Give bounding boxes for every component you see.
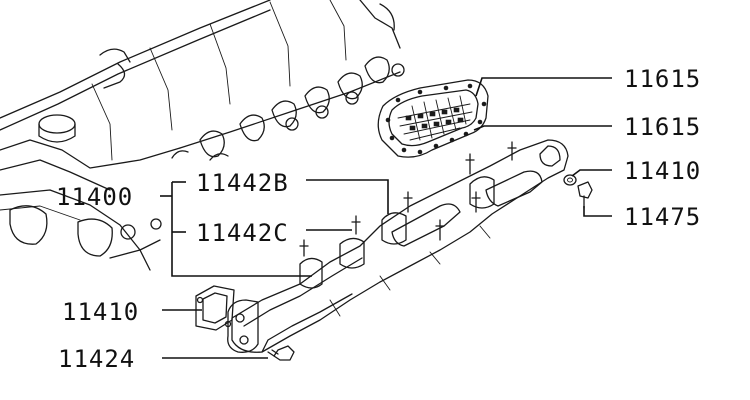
- leader-lines: [160, 77, 612, 359]
- part-labels: 11615 11615 11410 11475 11400 11442B 114…: [56, 65, 701, 373]
- label-11424: 11424: [58, 345, 135, 373]
- cylinder-head-icon: [0, 0, 405, 271]
- label-11410-right: 11410: [624, 157, 701, 185]
- label-11410-left: 11410: [62, 298, 139, 326]
- label-11615-lower: 11615: [624, 113, 701, 141]
- head-ports: [171, 56, 405, 161]
- bolt-icon: [577, 181, 593, 209]
- label-11615-upper: 11615: [624, 65, 701, 93]
- stud-bolts: [299, 141, 517, 257]
- gasket-left-icon: [195, 285, 235, 331]
- bolt-left-icon: [267, 345, 295, 361]
- washer-icon: [563, 174, 577, 186]
- gasket-plate-icon: [377, 79, 489, 158]
- label-11475: 11475: [624, 203, 701, 231]
- label-11400: 11400: [56, 183, 133, 211]
- label-11442b: 11442B: [196, 169, 289, 197]
- intake-manifold-icon: [227, 139, 569, 353]
- label-11442c: 11442C: [196, 219, 289, 247]
